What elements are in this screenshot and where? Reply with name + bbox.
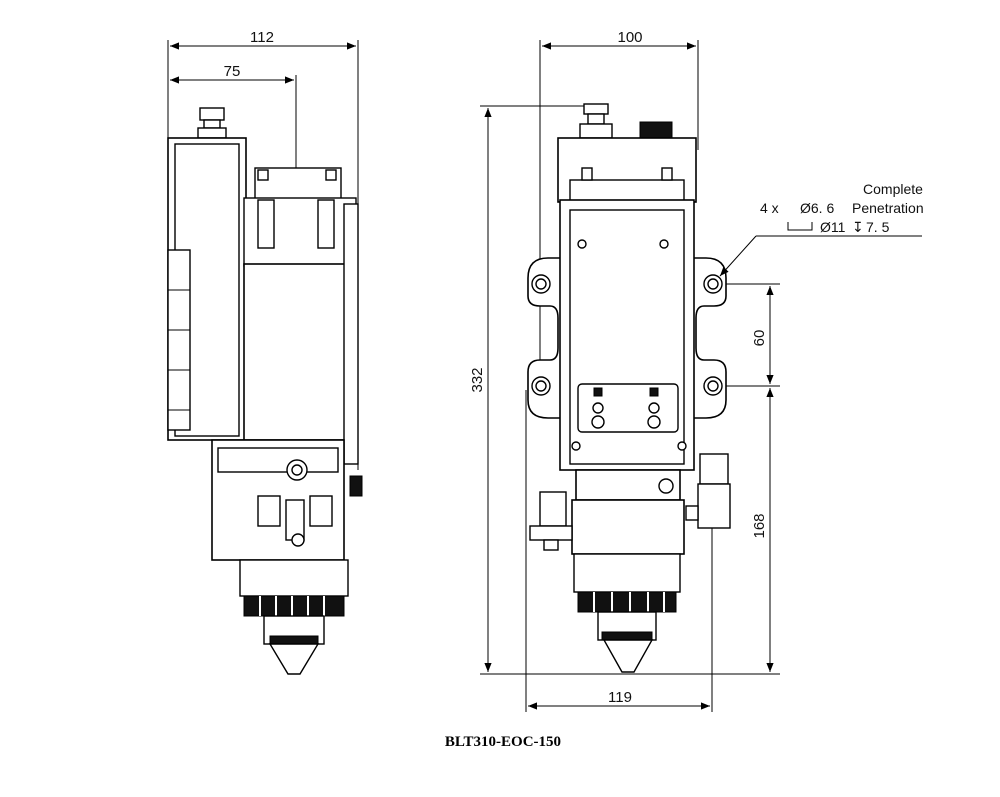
hole-note-line2: Penetration — [852, 200, 924, 216]
dim-front-width: 100 — [617, 29, 642, 46]
hole-note-depth: 7. 5 — [866, 219, 890, 235]
front-view: 100 332 60 168 119 — [469, 29, 922, 712]
dim-hole-spacing: 60 — [751, 330, 768, 347]
drawing-caption: BLT310-EOC-150 — [445, 734, 561, 750]
dim-side-offset: 75 — [224, 63, 241, 80]
side-view: 112 75 — [167, 29, 363, 675]
dim-bottom-width: 119 — [608, 689, 632, 706]
dim-side-width: 112 — [250, 29, 274, 46]
dim-total-height: 332 — [469, 367, 486, 392]
hole-note-count: 4 x — [760, 200, 779, 216]
hole-note: Complete 4 x Ø6. 6 Penetration Ø11 ↧ 7. … — [760, 181, 924, 235]
hole-note-diameter: Ø6. 6 — [800, 200, 834, 216]
hole-note-counterbore: Ø11 — [820, 219, 846, 235]
hole-note-depth-symbol: ↧ — [852, 219, 864, 235]
dim-lower-height: 168 — [751, 513, 768, 538]
hole-note-line1: Complete — [863, 181, 923, 197]
hole-callout-leader — [719, 235, 757, 277]
